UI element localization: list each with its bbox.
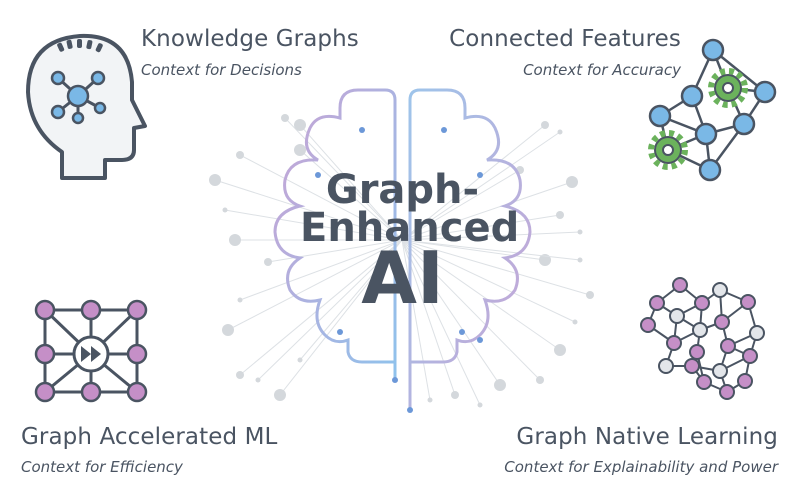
- network-dot: [586, 291, 594, 299]
- mesh-node: [712, 282, 728, 298]
- mesh-node: [669, 308, 685, 324]
- head-network-icon: [26, 33, 147, 180]
- mesh-node: [640, 317, 656, 333]
- mesh-node: [658, 358, 674, 374]
- mesh-node: [712, 363, 728, 379]
- mesh-node: [672, 277, 688, 293]
- network-dot: [281, 114, 289, 122]
- connected-features-title: Connected Features: [449, 26, 681, 52]
- gear-icon: [648, 130, 688, 170]
- network-dot: [222, 324, 234, 336]
- mesh-node: [689, 344, 705, 360]
- network-dot: [536, 376, 544, 384]
- network-gears-icon: [648, 38, 777, 182]
- graph-native-learning-title: Graph Native Learning: [516, 424, 778, 450]
- brain-right-hemisphere-icon: [408, 88, 532, 412]
- network-dot: [451, 391, 459, 399]
- mesh-node: [742, 348, 758, 364]
- network-dot: [557, 129, 563, 135]
- network-dot: [556, 211, 564, 219]
- network-dot: [209, 174, 221, 186]
- mesh-node: [737, 373, 753, 389]
- center-title-line-3: AI: [361, 236, 444, 320]
- network-dot: [427, 397, 433, 403]
- mesh-node: [714, 314, 730, 330]
- network-dot: [229, 234, 241, 246]
- graph-accelerated-ml-title: Graph Accelerated ML: [21, 424, 278, 450]
- network-dot: [264, 258, 272, 266]
- network-dot: [577, 229, 583, 235]
- grid-fast-forward-icon: [34, 299, 148, 403]
- network-dot: [566, 176, 578, 188]
- mesh-node: [720, 338, 736, 354]
- mesh-node: [694, 295, 710, 311]
- network-dot: [541, 121, 549, 129]
- network-dot: [297, 357, 303, 363]
- network-dot: [539, 254, 551, 266]
- mesh-node: [696, 374, 712, 390]
- mesh-node: [666, 335, 682, 351]
- knowledge-graphs-title: Knowledge Graphs: [141, 26, 359, 52]
- network-dot: [222, 207, 228, 213]
- mesh-node: [749, 325, 765, 341]
- mesh-node: [740, 294, 756, 310]
- network-dot: [236, 371, 244, 379]
- network-dot: [572, 319, 578, 325]
- center-title-line-2: Enhanced: [300, 205, 520, 251]
- radiating-network: [209, 114, 594, 408]
- gear-icon: [708, 68, 748, 108]
- network-dot: [237, 297, 243, 303]
- neural-mesh-icon: [640, 277, 765, 400]
- mesh-node: [692, 322, 708, 338]
- center-title-line-1: Graph-: [325, 167, 480, 213]
- brain-left-hemisphere-icon: [273, 88, 397, 382]
- mesh-node: [719, 384, 735, 400]
- mesh-node: [649, 295, 665, 311]
- network-dot: [236, 151, 244, 159]
- connected-features-subtitle: Context for Accuracy: [523, 61, 681, 79]
- network-dot: [274, 389, 286, 401]
- knowledge-graphs-subtitle: Context for Decisions: [141, 61, 302, 79]
- graph-accelerated-ml-subtitle: Context for Efficiency: [21, 458, 183, 476]
- network-dot: [477, 402, 483, 408]
- network-dot: [294, 144, 306, 156]
- network-dot: [554, 344, 566, 356]
- network-dot: [577, 257, 583, 263]
- brain-node-dots: [315, 127, 483, 413]
- network-dot: [255, 377, 261, 383]
- graph-native-learning-subtitle: Context for Explainability and Power: [504, 458, 778, 476]
- network-dot: [294, 119, 306, 131]
- network-dot: [494, 379, 506, 391]
- mesh-node: [684, 358, 700, 374]
